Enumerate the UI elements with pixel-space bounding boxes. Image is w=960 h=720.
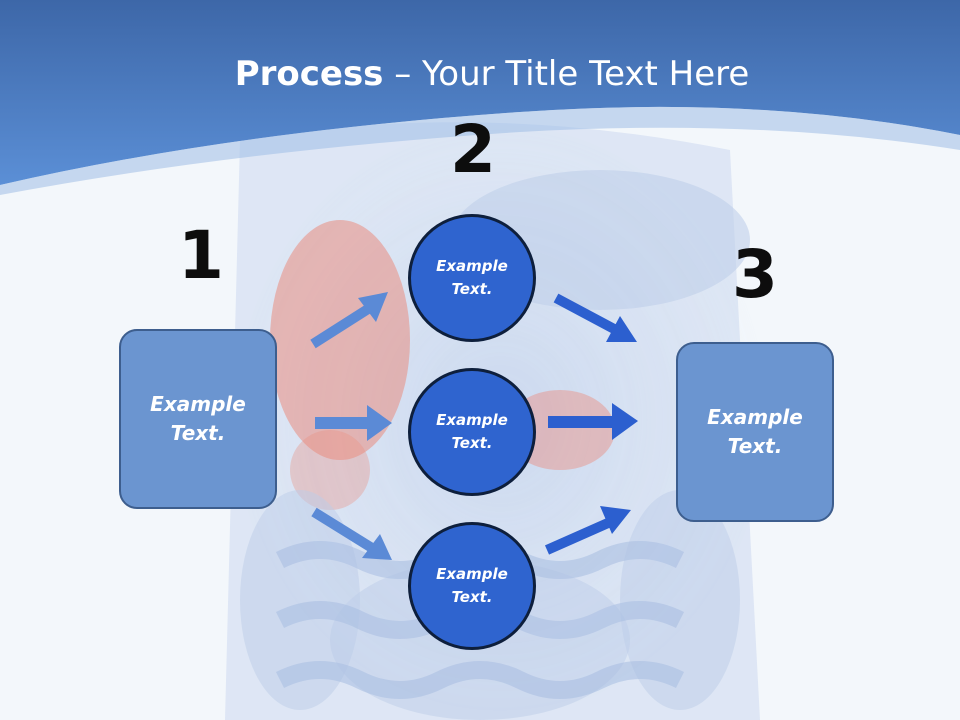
right-box-text: Example Text.: [707, 405, 803, 458]
circle-middle: Example Text.: [408, 368, 536, 496]
circle-middle-text: Example Text.: [436, 411, 508, 452]
right-text-box: Example Text.: [676, 342, 834, 522]
circle-top: Example Text.: [408, 214, 536, 342]
circle-top-text: Example Text.: [436, 257, 508, 298]
slide-title: Process – Your Title Text Here: [0, 54, 960, 94]
header-swoosh: [0, 106, 960, 195]
left-box-text: Example Text.: [150, 392, 246, 445]
step-number-3: 3: [732, 236, 778, 313]
circle-bottom-text: Example Text.: [436, 565, 508, 606]
left-text-box: Example Text.: [119, 329, 277, 509]
header-band: [0, 0, 960, 185]
title-rest: – Your Title Text Here: [383, 54, 750, 94]
title-bold: Process: [234, 54, 384, 94]
step-number-2: 2: [450, 111, 496, 188]
circle-bottom: Example Text.: [408, 522, 536, 650]
step-number-1: 1: [178, 217, 224, 294]
